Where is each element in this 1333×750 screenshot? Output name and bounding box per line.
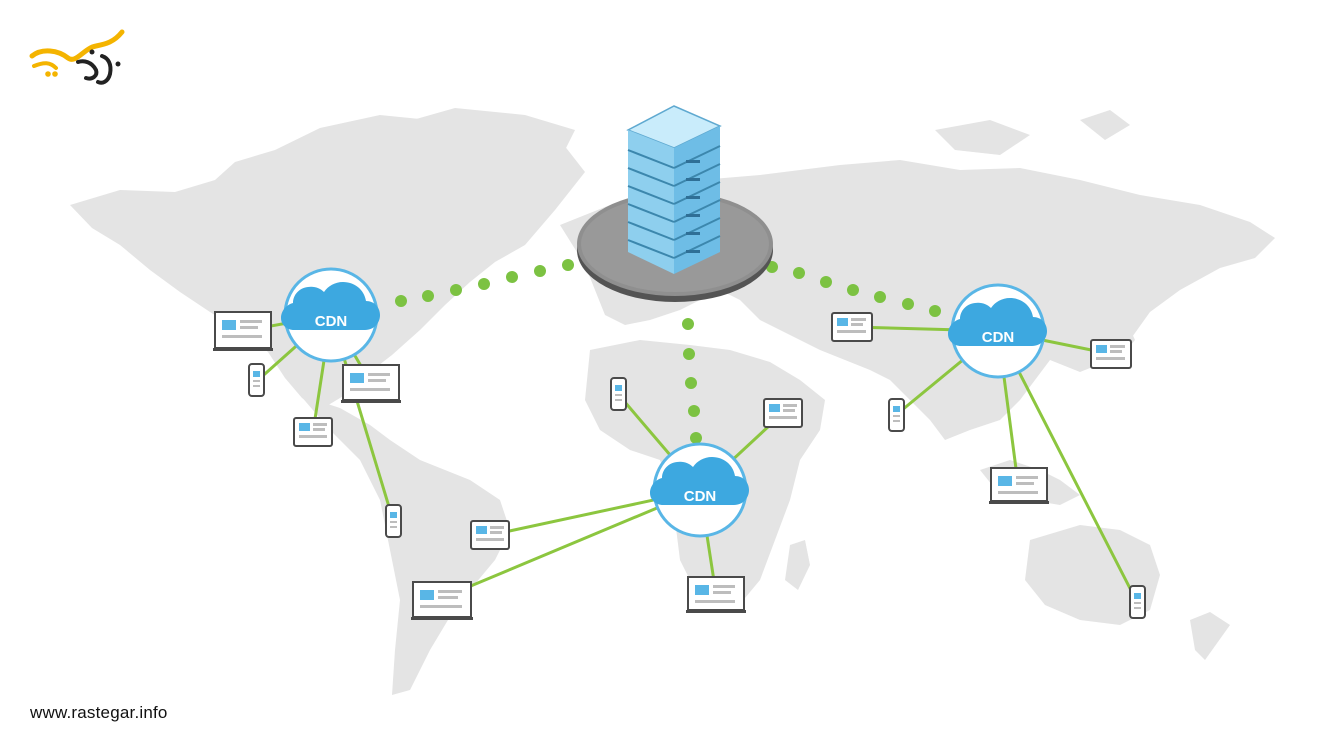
cdn-label: CDN: [684, 488, 717, 505]
laptop-icon: [213, 311, 273, 351]
cdn-node-americas: CDN: [281, 267, 380, 363]
cdn-label: CDN: [982, 329, 1015, 346]
origin-dotted-paths: [395, 259, 941, 444]
phone-icon: [888, 398, 905, 432]
phone-icon: [385, 504, 402, 538]
cdn-label: CDN: [315, 313, 348, 330]
tablet-icon: [831, 312, 873, 342]
cdn-node-africa: CDN: [650, 442, 749, 538]
website-url[interactable]: www.rastegar.info: [30, 703, 168, 722]
tablet-icon: [293, 417, 333, 447]
tablet-icon: [763, 398, 803, 428]
laptop-icon: [989, 467, 1049, 504]
origin-server: [577, 105, 773, 302]
phone-icon: [248, 363, 265, 397]
tablet-icon: [1090, 339, 1132, 369]
laptop-icon: [341, 364, 401, 403]
cdn-node-asia: CDN: [948, 283, 1047, 379]
rastegar-logo-icon: [29, 29, 125, 85]
tablet-icon: [470, 520, 510, 550]
laptop-icon: [686, 576, 746, 613]
phone-icon: [610, 377, 627, 411]
laptop-icon: [411, 581, 473, 620]
phone-icon: [1129, 585, 1146, 619]
